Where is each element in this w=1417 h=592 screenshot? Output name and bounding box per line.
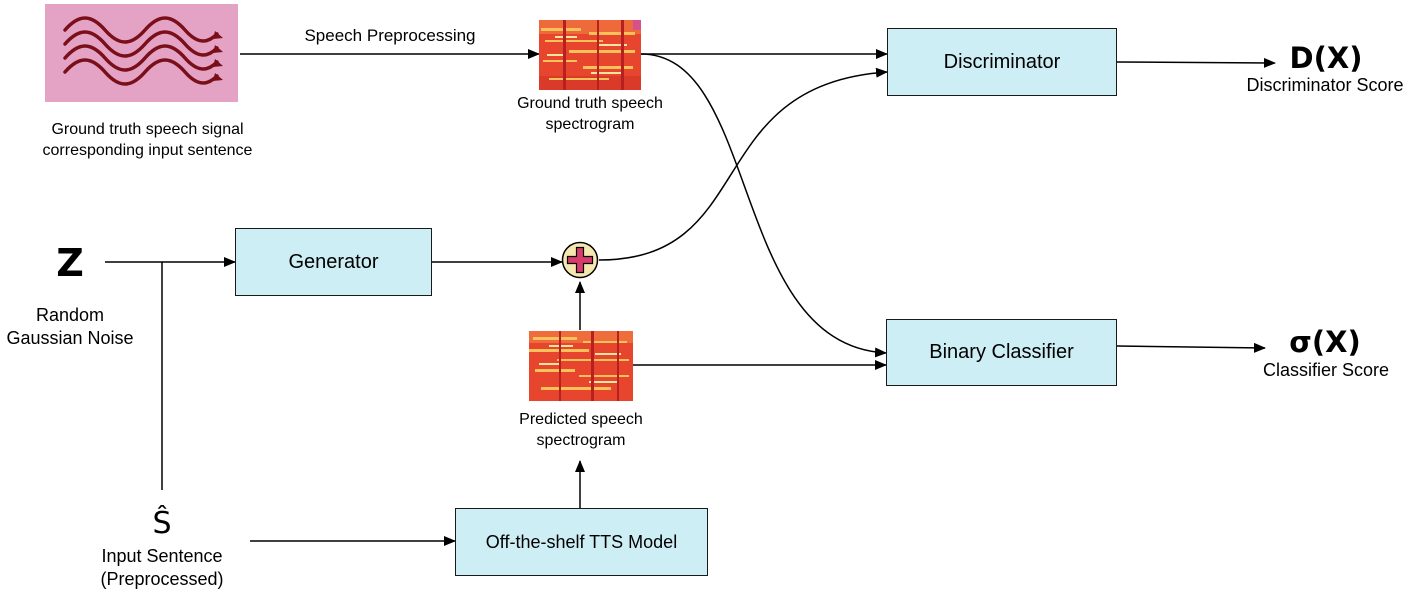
classifier-output-symbol: σ(X) [1289, 325, 1361, 359]
binary-classifier-box: Binary Classifier [886, 319, 1117, 386]
predicted-spectrogram-caption: Predicted speech spectrogram [486, 409, 676, 451]
ground-truth-signal-caption-line1: Ground truth speech signal [51, 121, 244, 138]
input-sentence-caption-line1: Input Sentence [101, 546, 223, 566]
discriminator-score-label: Discriminator Score [1246, 75, 1404, 95]
arrow-gt-spectrogram-to-classifier [640, 53, 887, 358]
input-sentence-caption: Input Sentence (Preprocessed) [82, 545, 242, 591]
plus-icon [561, 241, 599, 279]
predicted-spectrogram-caption-line2: spectrogram [536, 432, 626, 449]
noise-symbol: Z [56, 241, 84, 285]
predicted-spectrogram-caption-line1: Predicted speech [519, 411, 643, 428]
tts-model-box: Off-the-shelf TTS Model [455, 508, 708, 576]
noise-caption-line2: Gaussian Noise [6, 328, 134, 348]
arrow-classifier-to-score [1116, 342, 1266, 353]
ground-truth-signal-caption: Ground truth speech signal corresponding… [20, 119, 275, 161]
input-sentence-caption-line2: (Preprocessed) [100, 569, 224, 589]
sentence-symbol: Ŝ [152, 506, 172, 541]
classifier-score-label: Classifier Score [1262, 360, 1390, 380]
noise-caption-line1: Random [35, 305, 105, 325]
ground-truth-signal-caption-line2: corresponding input sentence [42, 142, 253, 159]
noise-caption: Random Gaussian Noise [0, 304, 140, 350]
speech-signal-image [45, 4, 238, 102]
discriminator-output-symbol: D(X) [1289, 41, 1363, 75]
speech-preprocessing-label: Speech Preprocessing [304, 26, 476, 45]
generator-box: Generator [235, 228, 432, 296]
ground-truth-spectrogram-caption-line1: Ground truth speech [517, 95, 663, 112]
arrow-plus-to-discriminator [598, 67, 888, 261]
ground-truth-spectrogram-caption: Ground truth speech spectrogram [495, 93, 685, 135]
predicted-spectrogram-image [529, 331, 633, 401]
discriminator-box: Discriminator [887, 28, 1117, 96]
ground-truth-spectrogram-caption-line2: spectrogram [545, 116, 635, 133]
arrow-discriminator-to-score [1116, 57, 1276, 68]
ground-truth-spectrogram-image [539, 20, 641, 90]
